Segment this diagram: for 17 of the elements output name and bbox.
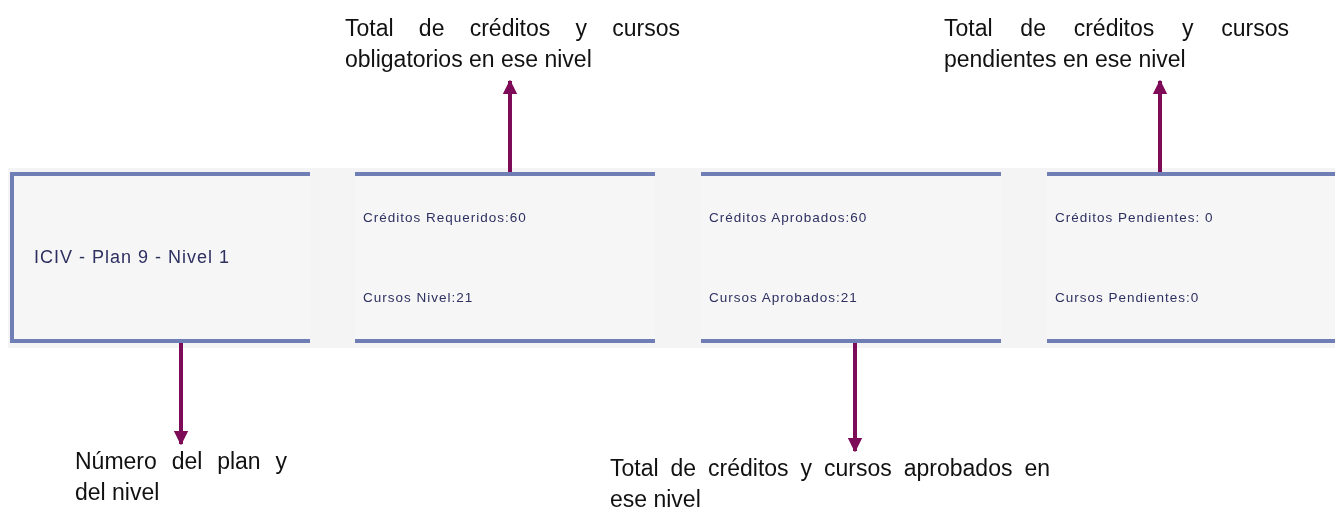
- summary-value: Cursos Pendientes:0: [1055, 290, 1200, 305]
- annotation-text: Número del plan y del nivel: [75, 446, 287, 516]
- plan-level-title: ICIV - Plan 9 - Nivel 1: [34, 247, 231, 268]
- summary-value: Cursos Aprobados:21: [709, 290, 858, 305]
- arrow: [847, 343, 863, 453]
- annotation-text: Total de créditos y cursos obligatorios en ese nivel: [345, 13, 680, 79]
- summary-value: Cursos Nivel:21: [363, 290, 474, 305]
- arrow: [502, 79, 518, 172]
- arrow: [173, 343, 189, 446]
- summary-panel: [1047, 172, 1335, 343]
- summary-value: Créditos Requeridos:60: [363, 210, 527, 225]
- arrow: [1152, 79, 1168, 172]
- plan-level-panel: [10, 172, 310, 343]
- annotation-text: Total de créditos y cursos pendientes en ese nivel: [944, 13, 1289, 79]
- annotation-text: Total de créditos y cursos aprobados en ese nivel: [610, 453, 1050, 521]
- summary-value: Créditos Pendientes: 0: [1055, 210, 1214, 225]
- summary-value: Créditos Aprobados:60: [709, 210, 868, 225]
